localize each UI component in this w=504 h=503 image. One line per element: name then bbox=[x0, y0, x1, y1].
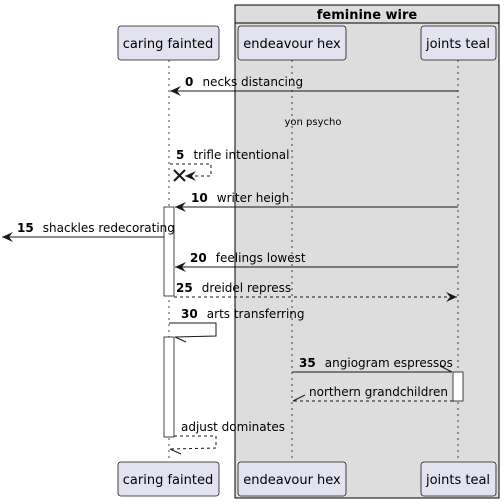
message-label: 15 shackles redecorating bbox=[17, 217, 175, 236]
message-20: 20 feelings lowest bbox=[175, 247, 458, 272]
destroy-icon bbox=[173, 169, 186, 182]
message-arrow bbox=[169, 322, 217, 338]
participant-joints-teal-bottom[interactable]: joints teal bbox=[420, 461, 497, 497]
message-0: 0 necks distancing bbox=[170, 71, 458, 96]
participant-endeavour-hex-bottom[interactable]: endeavour hex bbox=[237, 461, 347, 497]
message-label: 35 angiogram espressos bbox=[299, 352, 453, 371]
message-reply-northern: northern grandchildren bbox=[292, 385, 453, 402]
note-label: yon psycho bbox=[285, 117, 342, 128]
message-15: 15 shackles redecorating bbox=[2, 217, 175, 242]
arrow-head bbox=[292, 394, 306, 402]
group-box bbox=[234, 4, 500, 499]
message-arrow bbox=[170, 163, 212, 181]
activation-caring-fainted-2 bbox=[163, 336, 175, 438]
message-10: 10 writer heigh bbox=[175, 187, 458, 212]
participant-label: caring fainted bbox=[123, 37, 213, 52]
arrow-head bbox=[439, 365, 453, 373]
arrow-head bbox=[174, 336, 187, 343]
participant-joints-teal-top[interactable]: joints teal bbox=[420, 25, 497, 61]
message-label: 20 feelings lowest bbox=[190, 247, 306, 266]
group-title: feminine wire bbox=[317, 8, 418, 23]
participant-caring-fainted-bottom[interactable]: caring fainted bbox=[117, 461, 220, 497]
message-30: 30 arts transferring bbox=[169, 303, 305, 343]
message-label: 25 dreidel repress bbox=[176, 277, 291, 296]
participant-label: endeavour hex bbox=[243, 473, 341, 488]
message-arrow bbox=[169, 435, 217, 450]
participant-label: joints teal bbox=[425, 473, 490, 488]
activation-joints-teal bbox=[452, 371, 464, 402]
message-reply-adjust: adjust dominates bbox=[169, 420, 285, 455]
message-label: 5 trifle intentional bbox=[176, 144, 290, 163]
participant-label: caring fainted bbox=[123, 473, 213, 488]
message-label: northern grandchildren bbox=[309, 385, 448, 399]
arrow-head bbox=[169, 448, 182, 455]
message-label: 0 necks distancing bbox=[185, 71, 303, 90]
participant-caring-fainted-top[interactable]: caring fainted bbox=[117, 25, 220, 61]
message-5: 5 trifle intentional bbox=[170, 144, 290, 182]
message-label: 10 writer heigh bbox=[191, 187, 289, 206]
participant-endeavour-hex-top[interactable]: endeavour hex bbox=[237, 25, 347, 61]
message-label: adjust dominates bbox=[181, 420, 285, 434]
message-35: 35 angiogram espressos bbox=[292, 352, 453, 373]
participant-label: endeavour hex bbox=[243, 37, 341, 52]
message-label: 30 arts transferring bbox=[181, 303, 305, 322]
activation-caring-fainted-1 bbox=[163, 206, 175, 297]
participant-label: joints teal bbox=[425, 37, 490, 52]
message-25: 25 dreidel repress bbox=[174, 277, 457, 302]
